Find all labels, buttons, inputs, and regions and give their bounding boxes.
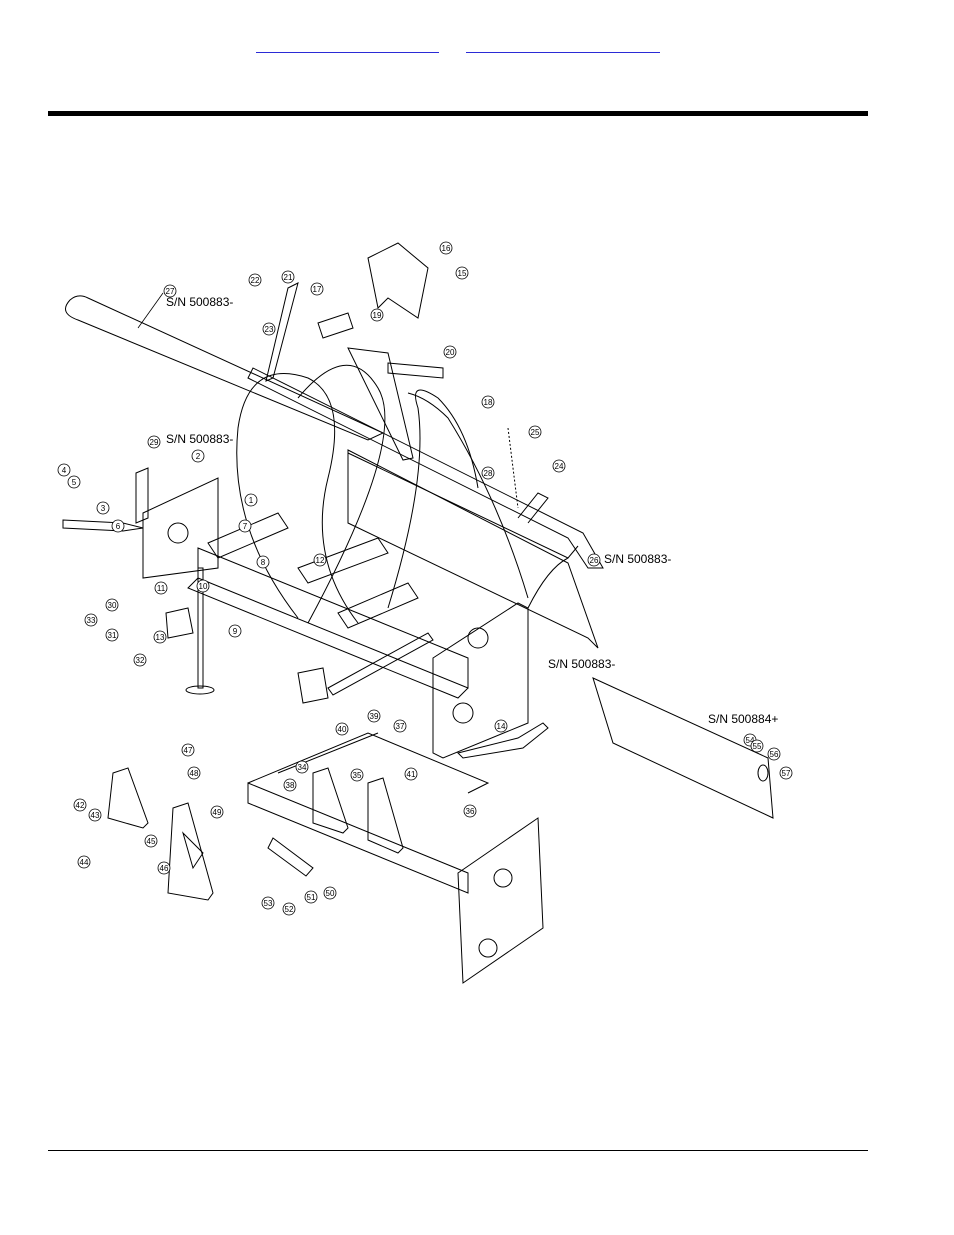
callout-label-9: 9 bbox=[233, 627, 238, 636]
callout-label-44: 44 bbox=[80, 858, 89, 867]
callout-label-19: 19 bbox=[373, 311, 382, 320]
callout-label-50: 50 bbox=[326, 889, 335, 898]
callout-label-39: 39 bbox=[370, 712, 379, 721]
callout-label-33: 33 bbox=[87, 616, 96, 625]
callout-label-26: 26 bbox=[590, 556, 599, 565]
callout-label-25: 25 bbox=[531, 428, 540, 437]
callout-label-51: 51 bbox=[307, 893, 316, 902]
callout-label-31: 31 bbox=[108, 631, 117, 640]
callout-label-35: 35 bbox=[353, 771, 362, 780]
sn-note-29a: S/N 500883- bbox=[166, 432, 233, 446]
callout-label-40: 40 bbox=[338, 725, 347, 734]
callout-label-37: 37 bbox=[396, 722, 405, 731]
callout-label-4: 4 bbox=[62, 466, 67, 475]
callout-label-36: 36 bbox=[466, 807, 475, 816]
callout-label-42: 42 bbox=[76, 801, 85, 810]
callout-label-5: 5 bbox=[72, 478, 77, 487]
callout-label-12: 12 bbox=[316, 556, 325, 565]
sn-note-26: S/N 500883- bbox=[604, 552, 671, 566]
callout-label-17: 17 bbox=[313, 285, 322, 294]
callout-label-52: 52 bbox=[285, 905, 294, 914]
callout-label-38: 38 bbox=[286, 781, 295, 790]
callout-label-55: 55 bbox=[753, 742, 762, 751]
callout-label-6: 6 bbox=[116, 522, 121, 531]
callout-label-56: 56 bbox=[770, 750, 779, 759]
sn-note-54: S/N 500884+ bbox=[708, 712, 778, 726]
callout-label-3: 3 bbox=[101, 504, 106, 513]
callout-label-22: 22 bbox=[251, 276, 260, 285]
sn-note-29b: S/N 500883- bbox=[548, 657, 615, 671]
callout-label-10: 10 bbox=[199, 582, 208, 591]
callout-label-29: 29 bbox=[150, 438, 159, 447]
parts-diagram-svg: 1234567891011121314151617181920212223242… bbox=[48, 228, 838, 988]
callout-label-2: 2 bbox=[196, 452, 201, 461]
callout-label-48: 48 bbox=[190, 769, 199, 778]
header-link-1[interactable] bbox=[256, 40, 439, 53]
callout-label-32: 32 bbox=[136, 656, 145, 665]
callout-label-57: 57 bbox=[782, 769, 791, 778]
callout-label-1: 1 bbox=[249, 496, 254, 505]
callout-label-47: 47 bbox=[184, 746, 193, 755]
callout-label-34: 34 bbox=[298, 763, 307, 772]
callout-label-24: 24 bbox=[555, 462, 564, 471]
callout-label-43: 43 bbox=[91, 811, 100, 820]
callout-label-14: 14 bbox=[497, 722, 506, 731]
callout-label-30: 30 bbox=[108, 601, 117, 610]
callout-label-41: 41 bbox=[407, 770, 416, 779]
callout-label-16: 16 bbox=[442, 244, 451, 253]
callout-label-28: 28 bbox=[484, 469, 493, 478]
callout-label-23: 23 bbox=[265, 325, 274, 334]
callout-label-20: 20 bbox=[446, 348, 455, 357]
callout-label-46: 46 bbox=[160, 864, 169, 873]
drawing-lines bbox=[63, 243, 773, 983]
callout-label-49: 49 bbox=[213, 808, 222, 817]
header-link-2[interactable] bbox=[466, 40, 660, 53]
callout-label-45: 45 bbox=[147, 837, 156, 846]
callout-label-18: 18 bbox=[484, 398, 493, 407]
callout-label-21: 21 bbox=[284, 273, 293, 282]
callout-label-13: 13 bbox=[156, 633, 165, 642]
callout-label-53: 53 bbox=[264, 899, 273, 908]
callout-label-11: 11 bbox=[157, 584, 166, 593]
callout-label-15: 15 bbox=[458, 269, 467, 278]
callout-label-7: 7 bbox=[243, 522, 248, 531]
header-rule bbox=[48, 111, 868, 116]
sn-note-27: S/N 500883- bbox=[166, 295, 233, 309]
footer-rule bbox=[48, 1150, 868, 1151]
serial-notes: S/N 500883- S/N 500883- S/N 500883- S/N … bbox=[138, 293, 778, 726]
callout-label-8: 8 bbox=[261, 558, 266, 567]
